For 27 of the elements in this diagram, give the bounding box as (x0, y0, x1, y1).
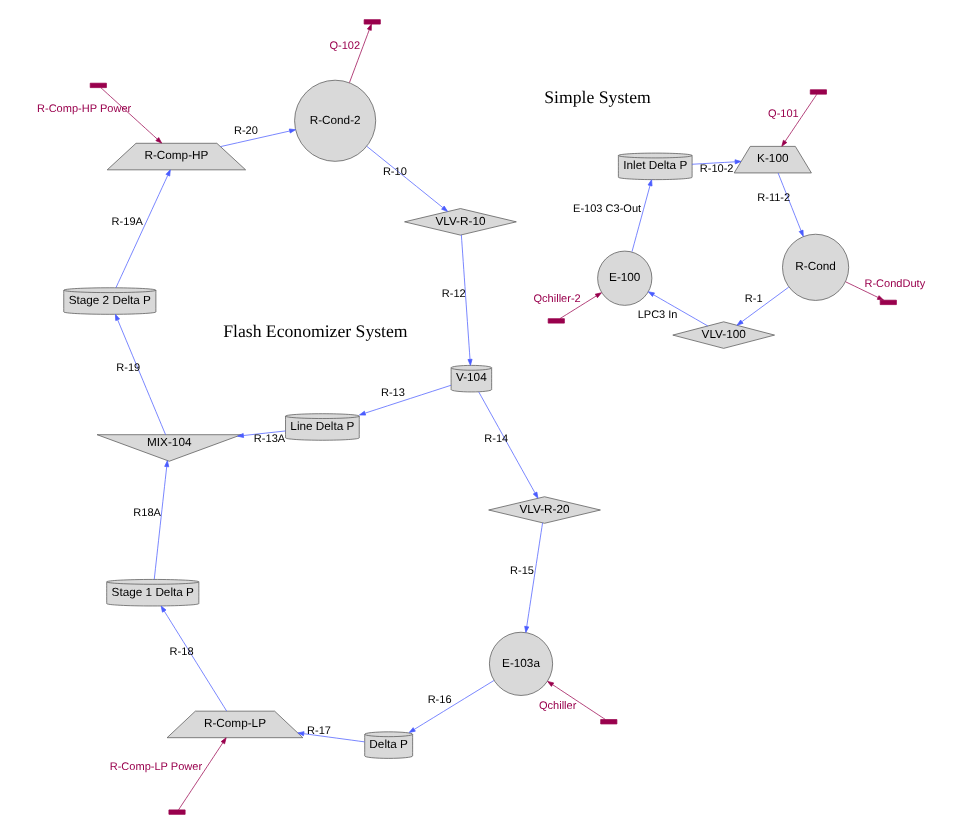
label: Flash Economizer System (222, 321, 407, 342)
arrow (523, 522, 542, 633)
arrow (99, 87, 161, 144)
arrow (546, 681, 605, 720)
label: Simple System (543, 87, 650, 108)
arrow (735, 286, 789, 326)
arrow (114, 314, 165, 435)
arrow (407, 680, 494, 733)
arrow (348, 23, 371, 83)
arrow (690, 159, 741, 165)
arrow (647, 291, 708, 327)
arrow (780, 93, 817, 147)
arrow (844, 281, 883, 301)
arrow (358, 384, 451, 416)
arrow (477, 391, 538, 499)
arrow (296, 731, 364, 743)
arrow (460, 234, 472, 366)
arrow (114, 169, 170, 289)
arrow (776, 172, 803, 237)
arrow (630, 179, 652, 253)
arrow (152, 460, 169, 580)
arrow (558, 292, 601, 319)
arrow (365, 145, 447, 212)
arrow (177, 737, 226, 811)
arrow (219, 128, 295, 147)
arrow (159, 605, 226, 712)
arrow (236, 430, 285, 438)
